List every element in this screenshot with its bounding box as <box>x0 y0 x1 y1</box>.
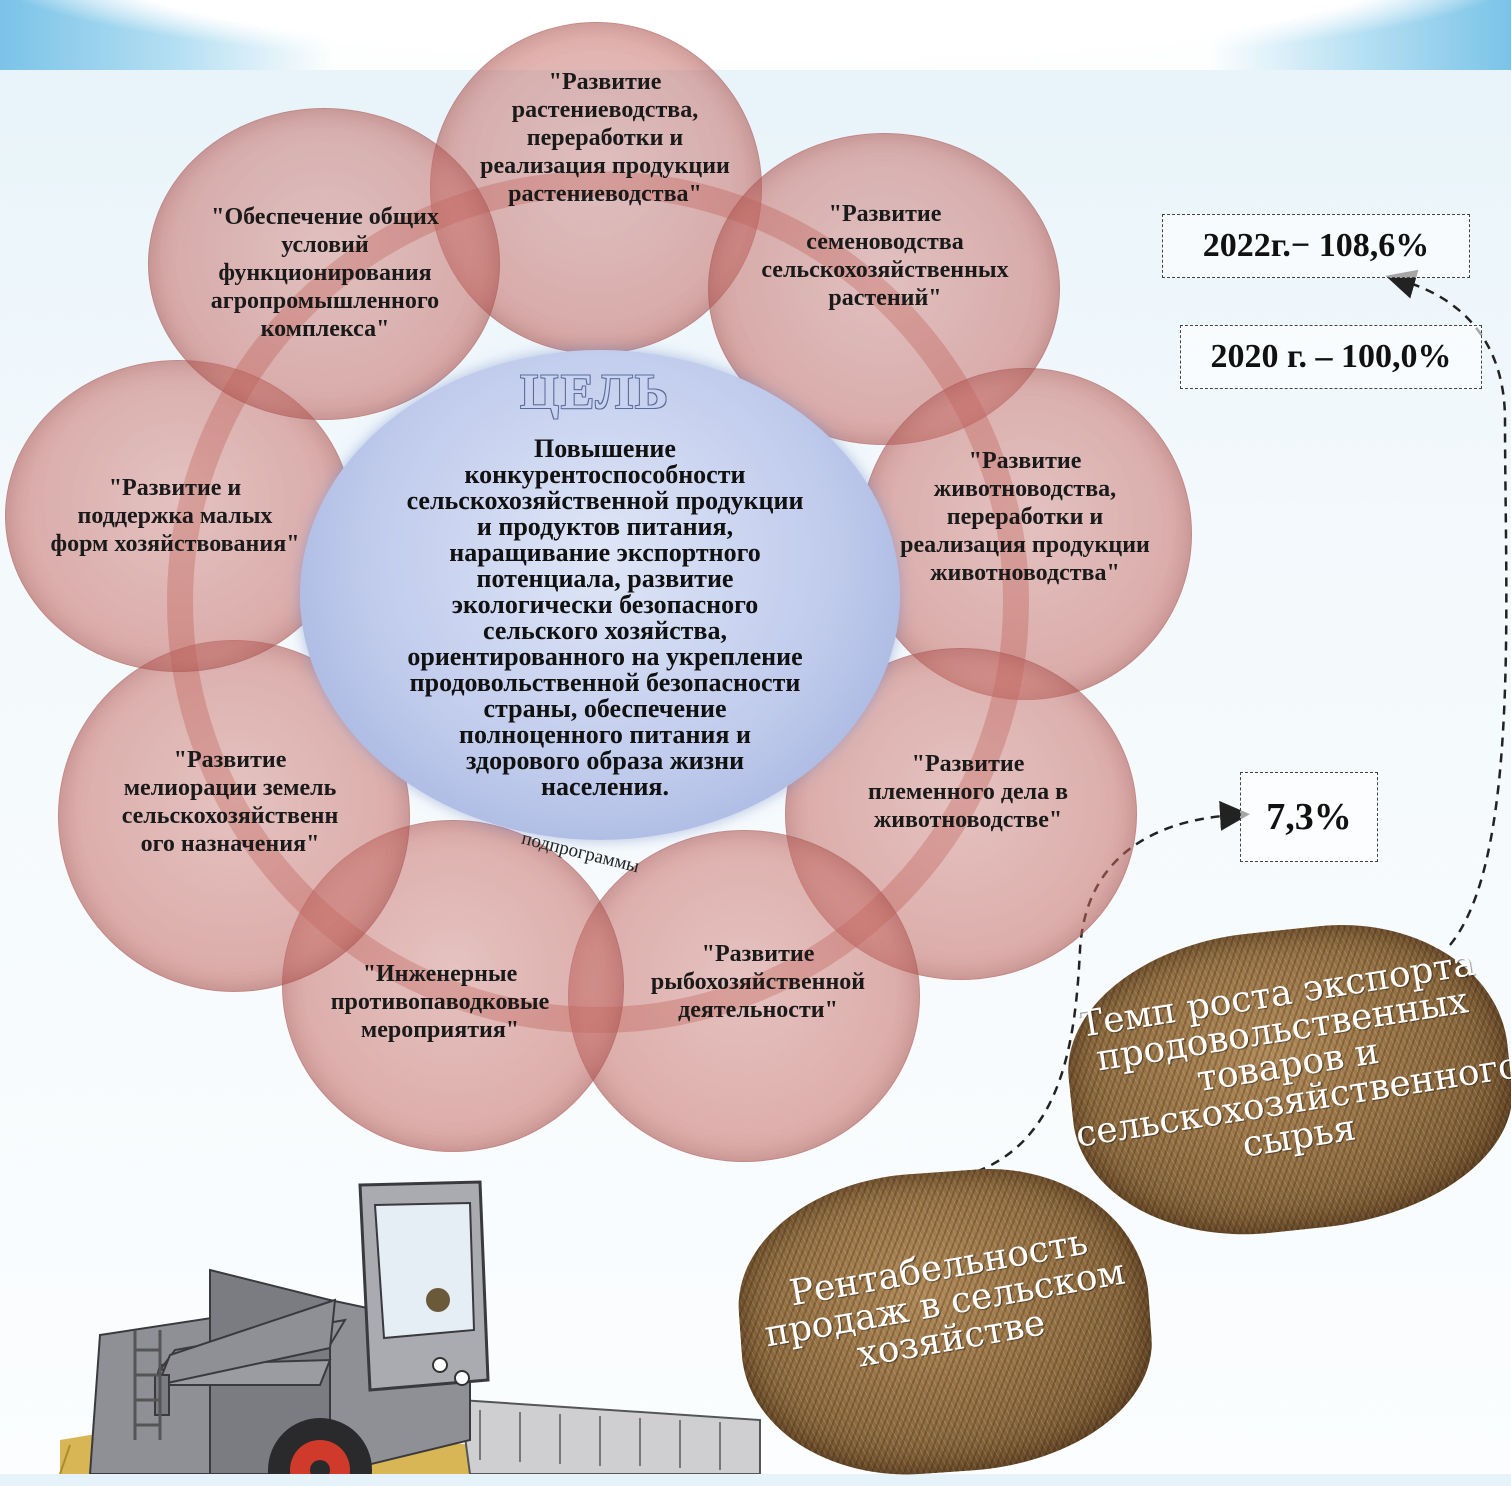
subprogram-fishery: "Развитие рыбохозяйственной деятельности… <box>650 941 866 1023</box>
goal-text: Повышение конкурентоспособности сельскох… <box>406 434 804 801</box>
goal-title: ЦЕЛЬ <box>520 363 670 419</box>
subprogram-crop-production: "Развитие растениеводства, переработки и… <box>480 69 730 207</box>
profitability-value: 7,3% <box>1240 772 1378 862</box>
arrow-profitability <box>929 800 1250 1184</box>
subprogram-circle <box>860 368 1192 700</box>
subprogram-livestock: "Развитие животноводства, переработки и … <box>900 448 1150 586</box>
subprogram-circle <box>148 108 500 420</box>
arrow-export <box>1385 269 1508 946</box>
subprogram-small-farms: "Развитие и поддержка малых форм хозяйст… <box>50 475 300 557</box>
subprogram-breeding: "Развитие племенного дела в животноводст… <box>867 751 1069 833</box>
subprogram-land-reclamation: "Развитие мелиорации земель сельскохозяй… <box>121 747 339 857</box>
export-value-2022: 2022г.− 108,6% <box>1162 214 1470 278</box>
goal-circle <box>300 350 900 840</box>
subprogram-agro-complex: "Обеспечение общих условий функционирова… <box>210 204 440 342</box>
export-value-2020: 2020 г. – 100,0% <box>1180 325 1482 389</box>
subprogram-flood-protection: "Инженерные противопаводковые мероприяти… <box>330 961 550 1043</box>
sky-background <box>0 0 1511 70</box>
subprogram-circle <box>568 830 920 1162</box>
subprogram-seed-production: "Развитие семеноводства сельскохозяйстве… <box>761 201 1009 311</box>
